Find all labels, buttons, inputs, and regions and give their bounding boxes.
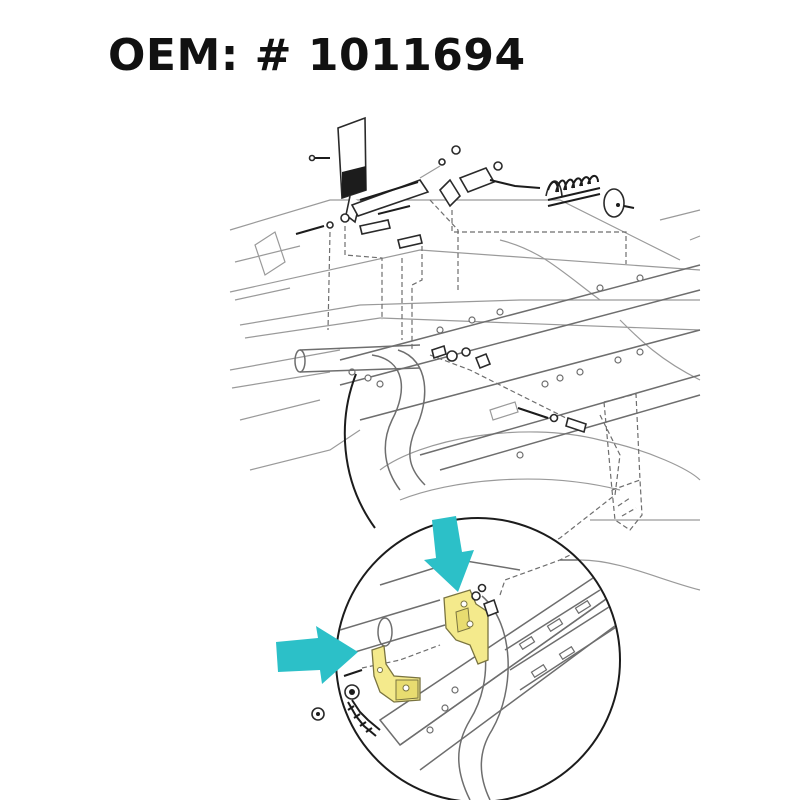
- leader-lines: [327, 199, 627, 631]
- return-spring: [545, 174, 635, 218]
- arrow-down-icon: [424, 516, 474, 592]
- mount-hardware: [431, 344, 587, 434]
- detail-view: [311, 517, 621, 800]
- phantom-pedal: [603, 393, 643, 531]
- callout-leader: [343, 373, 376, 529]
- pedal-bracket-right: [443, 589, 489, 665]
- arrow-right-icon: [276, 626, 358, 684]
- vehicle-frame: [229, 199, 701, 591]
- page-title: OEM: # 1011694: [108, 30, 526, 81]
- pedal-bracket-left: [371, 645, 421, 703]
- pedal-assembly: [295, 116, 635, 249]
